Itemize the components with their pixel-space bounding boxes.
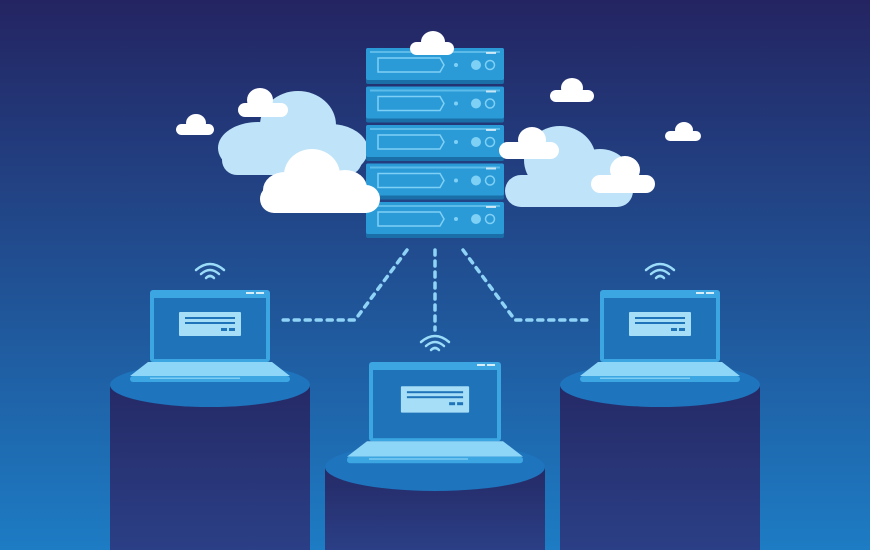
cloud-icon xyxy=(238,88,288,117)
client-laptops xyxy=(110,262,760,550)
laptop-right xyxy=(560,262,760,550)
server-unit xyxy=(366,202,504,238)
laptop-icon xyxy=(130,290,290,382)
server-unit xyxy=(366,125,504,161)
wifi-icon xyxy=(194,262,226,280)
cloud-icon xyxy=(218,91,368,176)
cloud-icon xyxy=(591,156,655,193)
connection-lines xyxy=(278,248,594,332)
connector-left xyxy=(278,248,409,322)
laptop-icon xyxy=(347,362,523,464)
wifi-icon xyxy=(419,334,451,352)
laptop-left xyxy=(110,262,310,550)
screen-dialog xyxy=(179,312,241,336)
server-rack-icon xyxy=(366,48,504,238)
server-unit xyxy=(366,86,504,123)
laptop-center xyxy=(325,334,545,550)
cloud-icon xyxy=(665,122,701,141)
cloud-icon xyxy=(550,78,594,102)
pedestal xyxy=(560,363,760,550)
screen-dialog xyxy=(400,386,470,413)
cloud-icon xyxy=(176,114,214,135)
server-unit xyxy=(366,163,504,200)
cloud-icon xyxy=(410,31,454,55)
wifi-icon xyxy=(644,262,676,280)
laptop-icon xyxy=(580,290,740,382)
cloud-icon xyxy=(499,127,559,159)
pedestal xyxy=(110,363,310,550)
cloud-icon xyxy=(260,149,380,213)
connector-right xyxy=(461,248,594,322)
screen-dialog xyxy=(629,312,691,336)
